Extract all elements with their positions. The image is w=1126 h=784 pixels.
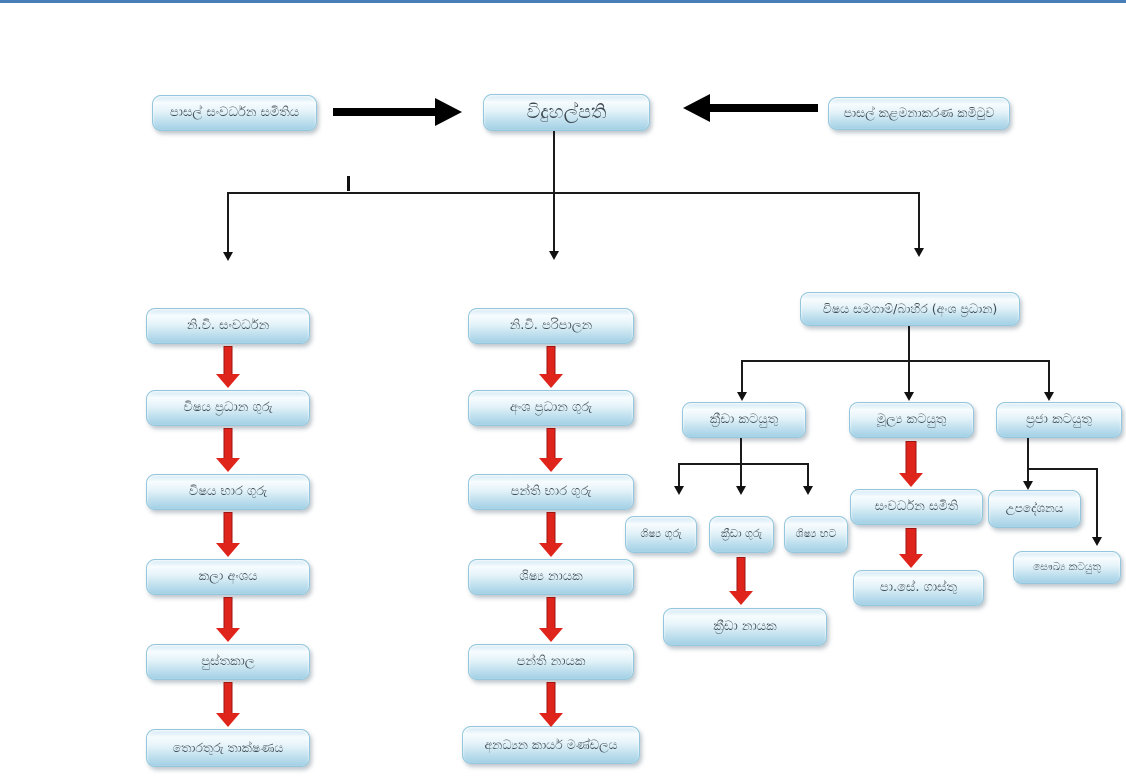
node-left-1: විෂය ප්‍රධාන ගුරු: [146, 390, 310, 426]
node-left-3: කලා අංශය: [146, 559, 310, 595]
connector-sports-child1-drop: [740, 463, 742, 486]
node-sports-child-2: ශිෂ්‍ය භට: [784, 516, 848, 553]
node-left-4: පුස්තකාල: [146, 644, 310, 680]
node-left-0: නි.වි. සංවර්ධන: [146, 308, 310, 344]
arrow-sds-to-principal: [333, 97, 462, 127]
arrowhead-sports-child1-icon: [736, 486, 746, 495]
red-arrow-mid-1: [538, 428, 564, 472]
connector-community-sub-horizontal: [1027, 468, 1098, 470]
arrowhead-sports-child2-icon: [803, 486, 813, 495]
node-school-management-committee: පාසල් කළමනාකරණ කමිටුව: [828, 97, 1010, 130]
bottom-border-line: [0, 0, 1126, 3]
connector-finance-drop: [908, 360, 910, 392]
connector-community-drop: [1048, 360, 1050, 392]
arrowhead-right-icon: [914, 248, 924, 257]
red-arrow-mid-0: [538, 346, 564, 388]
arrow-shaft: [709, 104, 818, 112]
red-arrow-finance-0: [898, 441, 924, 487]
arrow-smc-to-principal: [683, 93, 818, 123]
node-mid-3: ශිෂ්‍ය නායක: [468, 559, 634, 595]
arrowhead-community-icon: [1044, 392, 1054, 401]
red-arrow-left-4: [215, 682, 241, 727]
node-sports-child-1: ක්‍රීඩා ගුරු: [709, 516, 774, 553]
arrowhead-center-icon: [549, 251, 559, 260]
node-finance-affairs: මූල්‍ය කටයුතු: [849, 402, 974, 438]
connector-sports-drop: [741, 360, 743, 392]
connector-principal-drop: [553, 131, 555, 251]
node-left-5: තොරතුරු තාක්ෂණය: [146, 729, 310, 767]
red-arrow-mid-4: [538, 682, 564, 727]
arrow-head-left-icon: [683, 94, 710, 122]
red-arrow-left-2: [215, 512, 241, 557]
connector-right-header-drop: [908, 326, 910, 362]
connector-sports-child0-drop: [678, 463, 680, 486]
node-mid-5: අනධ්‍යන කාර්ය මණ්ඩලය: [462, 726, 640, 764]
node-community-affairs: ප්‍රජා කටයුතු: [996, 402, 1122, 438]
node-mid-0: නි.වි. පරිපාලන: [468, 308, 634, 344]
arrowhead-health-icon: [1092, 537, 1102, 546]
node-mid-1: අංශ ප්‍රධාන ගුරු: [468, 390, 634, 426]
node-sports-child-0: ශිෂ්‍ය ගුරු: [625, 516, 697, 553]
arrowhead-counseling-icon: [1023, 481, 1033, 490]
connector-counseling-drop: [1027, 468, 1029, 481]
arrow-shaft: [333, 108, 436, 116]
arrowhead-sports-icon: [737, 392, 747, 401]
arrowhead-finance-icon: [904, 392, 914, 401]
connector-sports-sub-horizontal: [678, 463, 809, 465]
connector-community-sub-drop: [1027, 438, 1029, 470]
red-arrow-sports-leader: [728, 557, 754, 605]
connector-right-branch-horizontal: [741, 360, 1050, 362]
arrowhead-sports-child0-icon: [674, 486, 684, 495]
node-sports-affairs: ක්‍රීඩා කටයුතු: [682, 402, 806, 438]
node-cocurricular-header: විෂය සමගාම්/බාහිර (අංශ ප්‍රධාන): [800, 292, 1020, 326]
red-arrow-mid-2: [538, 512, 564, 557]
arrowhead-left-icon: [223, 252, 233, 261]
node-facilities-fees: පා.සේ. ගාස්තු: [853, 570, 984, 606]
connector-right-drop: [918, 192, 920, 248]
connector-tick: [347, 176, 350, 191]
node-school-development-society: පාසල් සංවර්ධන සමිතිය: [152, 95, 317, 131]
connector-sports-sub-drop: [740, 438, 742, 465]
node-health-affairs: සෞඛ්‍ය කටයුතු: [1013, 551, 1121, 584]
node-left-2: විෂය භාර ගුරු: [146, 474, 310, 510]
connector-health-drop: [1096, 468, 1098, 537]
red-arrow-left-1: [215, 428, 241, 472]
node-sports-leader: ක්‍රීඩා නායක: [663, 608, 827, 646]
red-arrow-left-3: [215, 597, 241, 642]
arrow-head-right-icon: [435, 98, 462, 126]
connector-sports-child2-drop: [807, 463, 809, 486]
connector-left-drop: [227, 192, 229, 252]
red-arrow-finance-1: [898, 528, 924, 568]
node-development-society: සංවර්ධන සමිති: [850, 489, 983, 525]
connector-main-horizontal: [228, 192, 920, 194]
node-counseling: උපදේශනය: [988, 490, 1081, 528]
node-mid-4: පන්ති නායක: [468, 644, 634, 680]
red-arrow-mid-3: [538, 597, 564, 642]
node-mid-2: පන්ති භාර ගුරු: [468, 474, 634, 510]
node-principal: විදුහල්පති: [483, 94, 650, 131]
red-arrow-left-0: [215, 346, 241, 388]
